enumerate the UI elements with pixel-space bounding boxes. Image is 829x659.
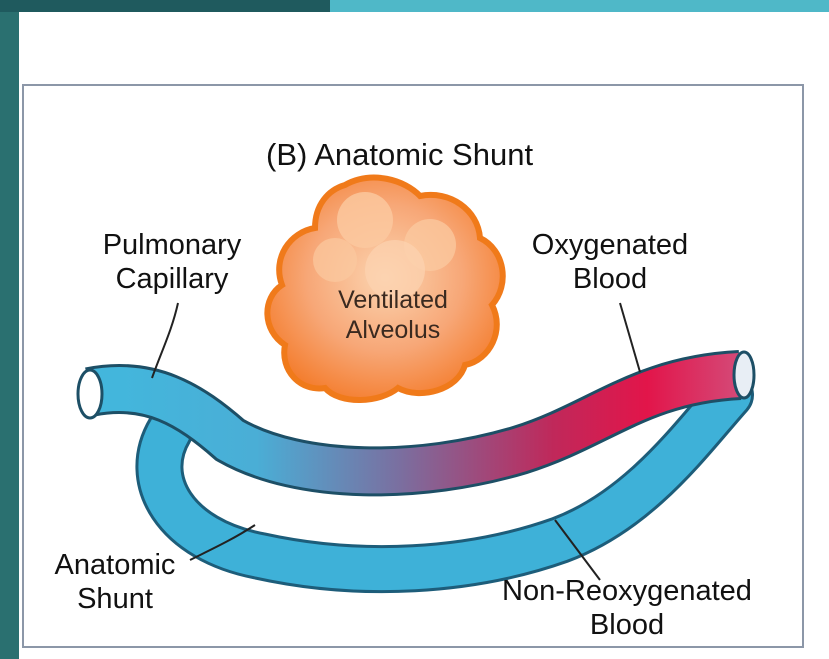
label-line: Shunt — [30, 582, 200, 616]
label-line: Anatomic — [30, 548, 200, 582]
capillary-left-opening — [78, 370, 102, 418]
label-line: Pulmonary — [62, 228, 282, 262]
label-line: Non-Reoxygenated — [462, 574, 792, 608]
label-line: Ventilated — [318, 285, 468, 315]
label-line: Blood — [500, 262, 720, 296]
label-line: Blood — [462, 608, 792, 642]
pulmonary-capillary-pointer — [152, 303, 178, 378]
label-pulmonary-capillary: Pulmonary Capillary — [62, 228, 282, 296]
label-non-reoxygenated-blood: Non-Reoxygenated Blood — [462, 574, 792, 642]
label-oxygenated-blood: Oxygenated Blood — [500, 228, 720, 296]
label-line: Capillary — [62, 262, 282, 296]
oxygenated-blood-pointer — [620, 303, 640, 372]
diagram-title: (B) Anatomic Shunt — [266, 138, 533, 172]
alveolus-bubble — [313, 238, 357, 282]
label-ventilated-alveolus: Ventilated Alveolus — [318, 285, 468, 345]
label-line: Oxygenated — [500, 228, 720, 262]
capillary-right-opening — [734, 352, 754, 398]
alveolus-bubble — [337, 192, 393, 248]
label-anatomic-shunt: Anatomic Shunt — [30, 548, 200, 616]
label-line: Alveolus — [318, 315, 468, 345]
